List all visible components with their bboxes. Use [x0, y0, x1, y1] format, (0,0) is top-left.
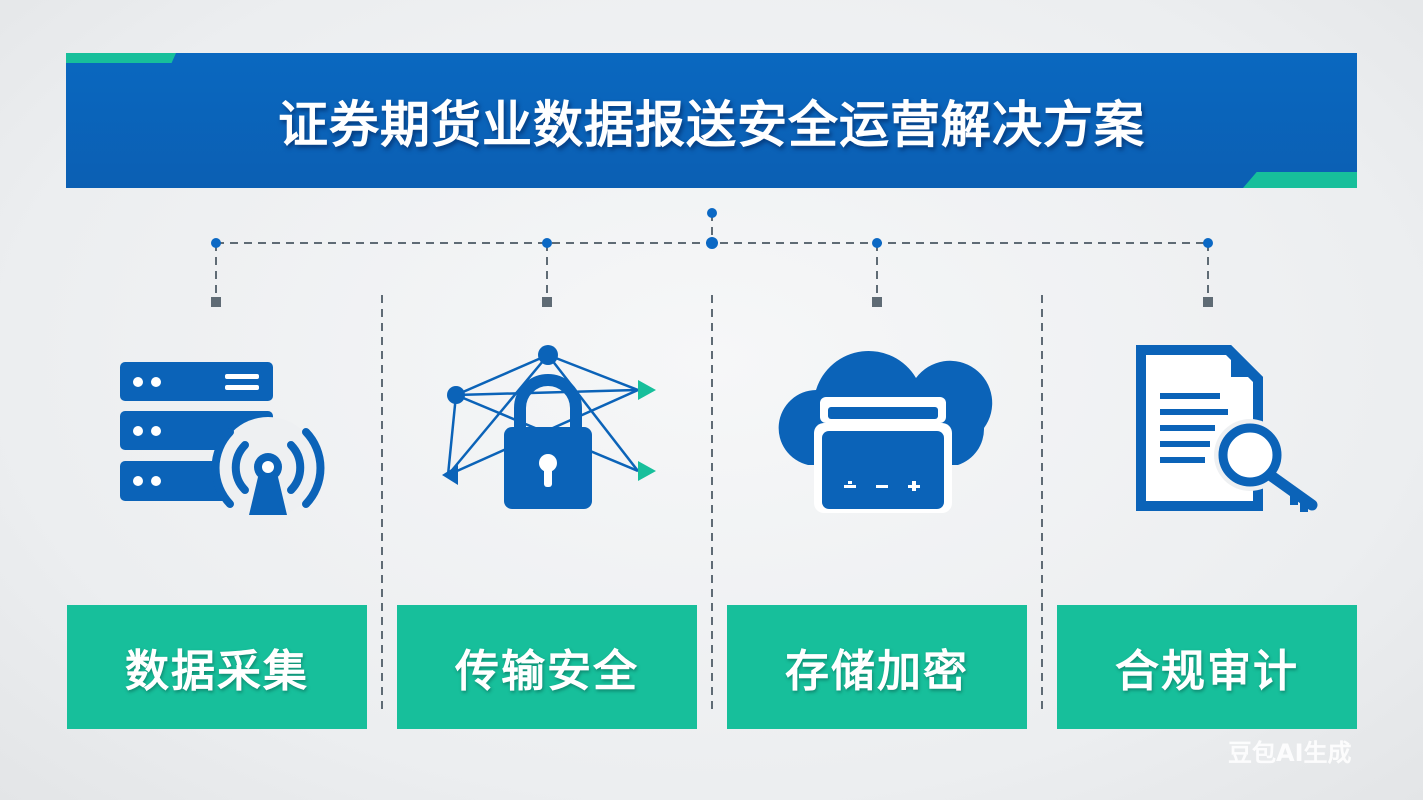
watermark: 豆包AI生成 [1228, 739, 1352, 767]
pillar-storage-encryption: 存储加密 [727, 605, 1027, 729]
pillar-transmission-security: 传输安全 [397, 605, 697, 729]
pillar-data-collection: 数据采集 [67, 605, 367, 729]
server-antenna-icon [120, 362, 325, 517]
pillar-compliance-audit: 合规审计 [1057, 605, 1357, 729]
page-title: 证券期货业数据报送安全运营解决方案 [278, 95, 1145, 154]
document-search-icon [1136, 345, 1318, 512]
accent-strip [1243, 172, 1357, 188]
cloud-storage-icon [778, 350, 993, 513]
lock-network-icon [442, 345, 656, 509]
accent-strip [66, 53, 176, 63]
title-banner [66, 53, 1357, 188]
